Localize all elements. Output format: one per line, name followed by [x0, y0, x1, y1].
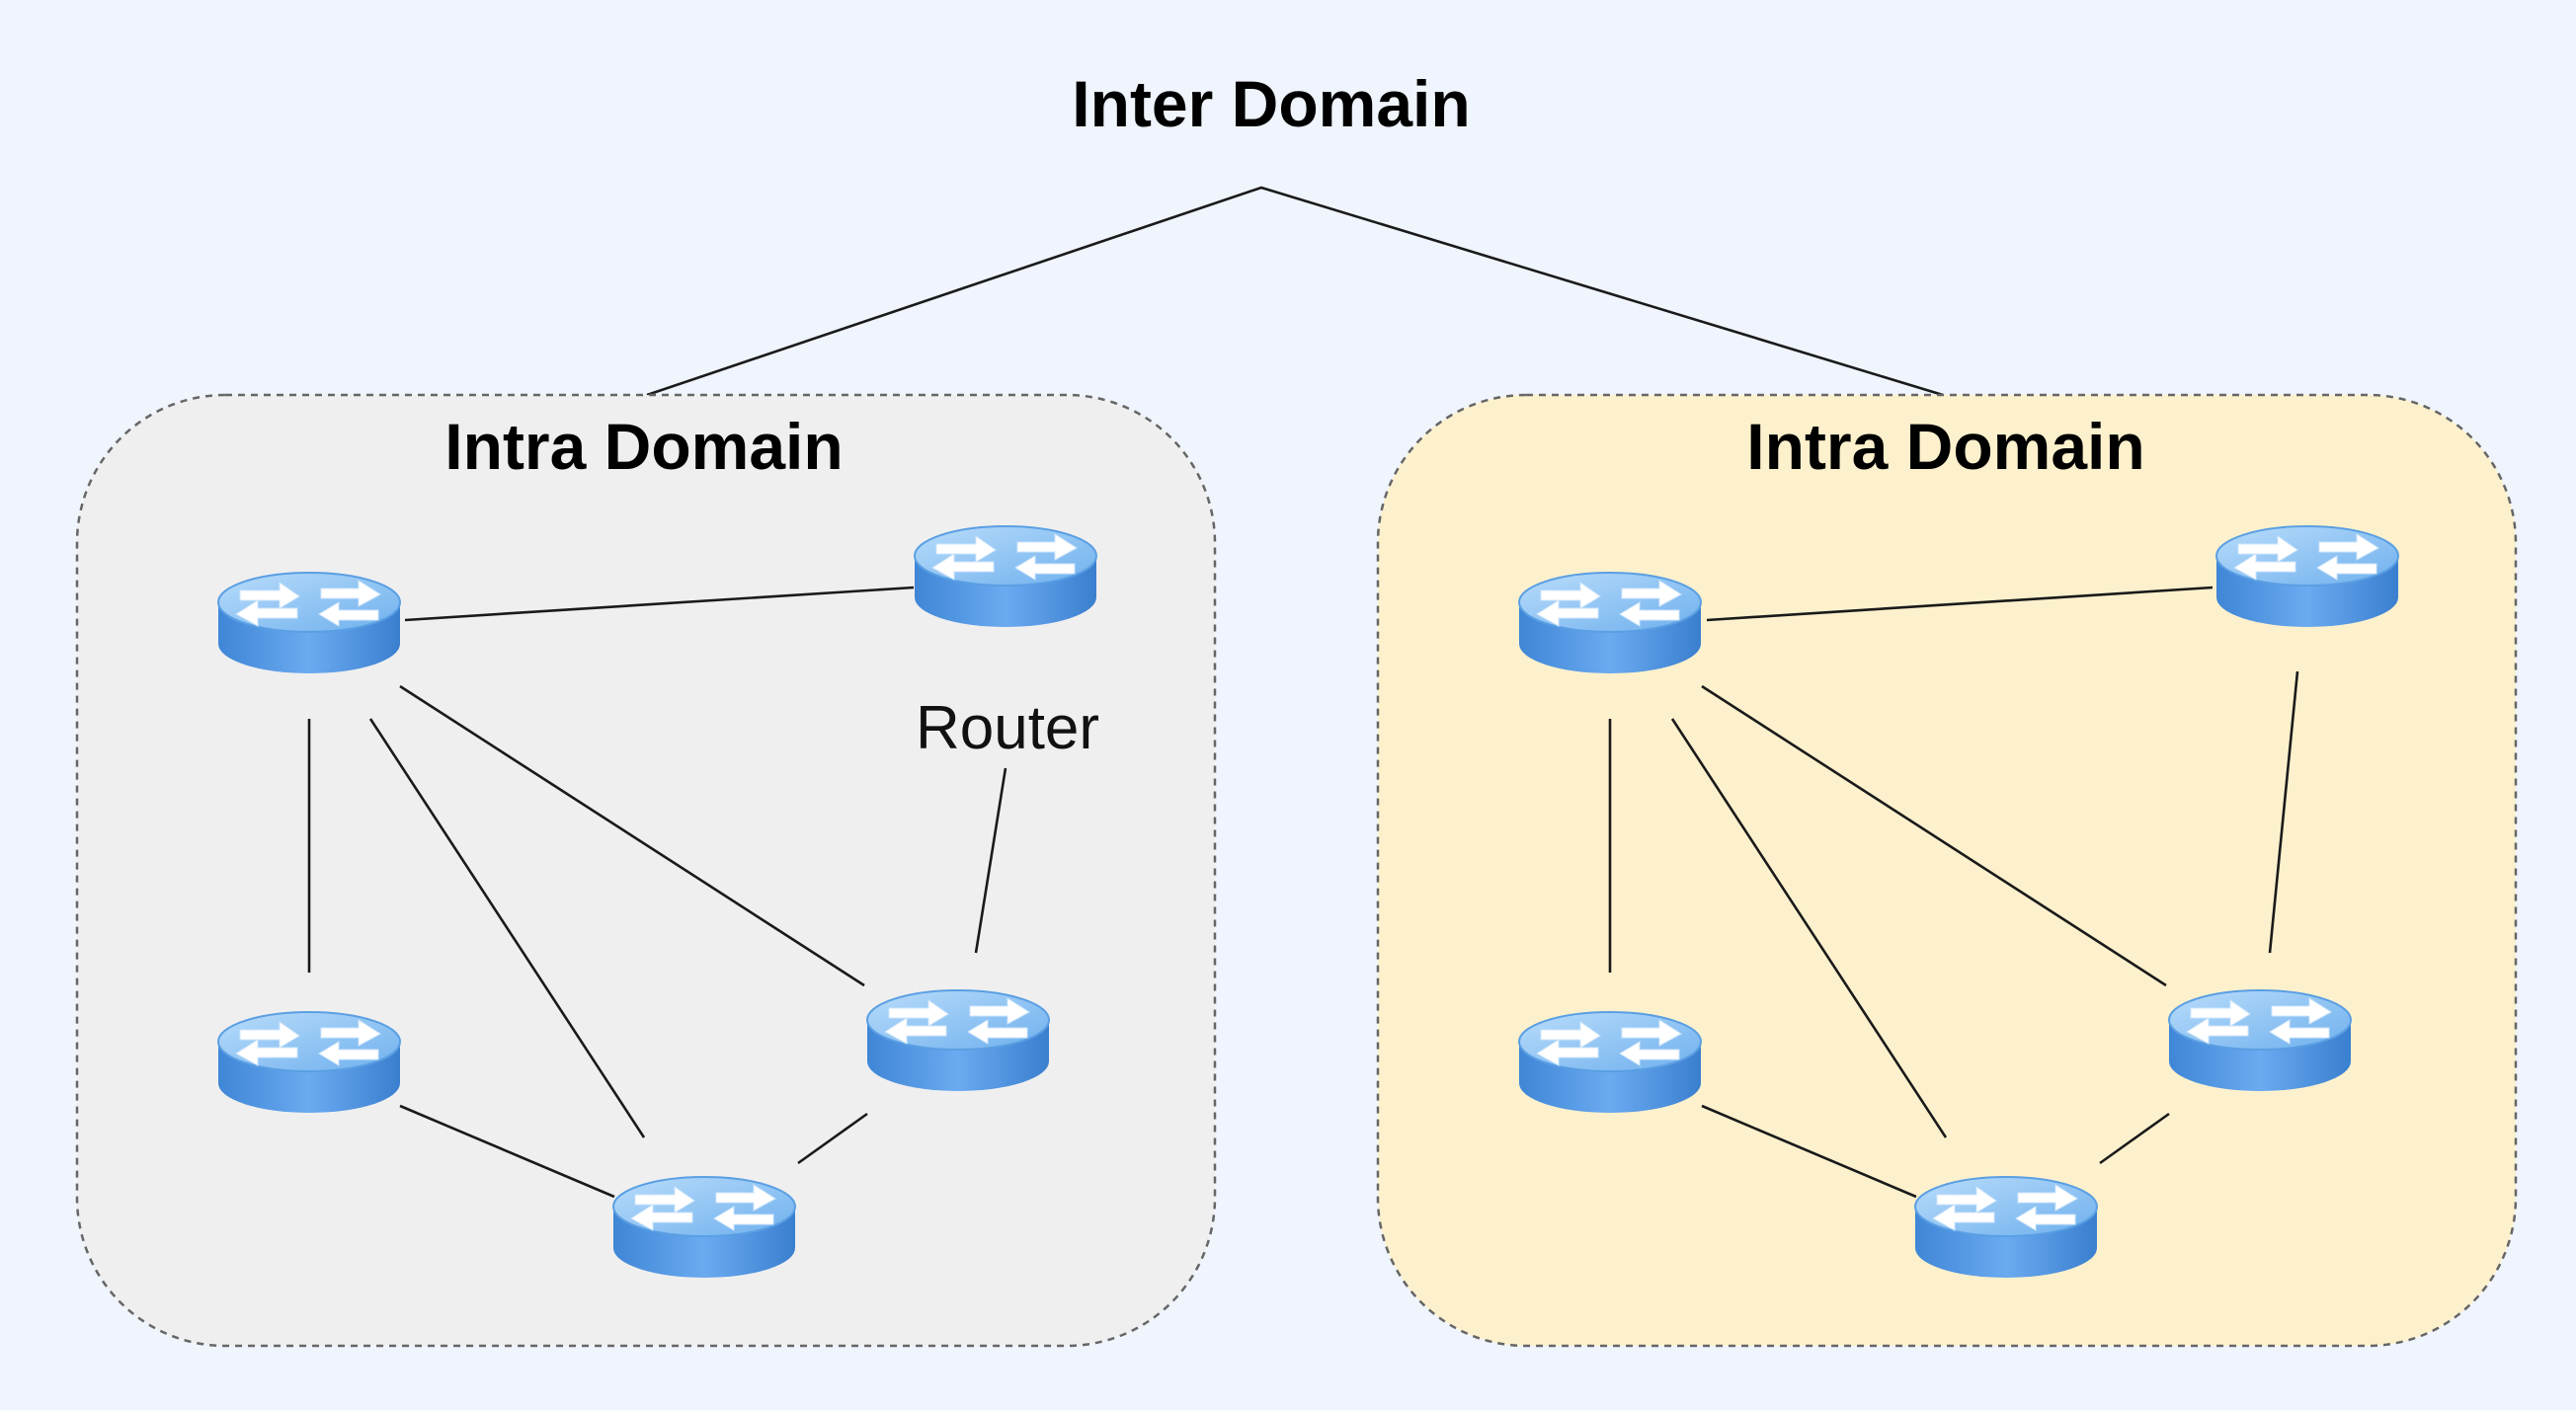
link-r1-r4	[1701, 684, 2167, 987]
link-r2-r4	[2268, 670, 2299, 954]
link-r1-r2	[1706, 586, 2214, 622]
link-r1-r5	[1670, 718, 1948, 1138]
link-l4-l5	[797, 1112, 868, 1165]
link-router-label-l4	[974, 767, 1007, 954]
link-l1-l4	[399, 684, 865, 987]
inter-domain-title: Inter Domain	[1072, 67, 1470, 140]
inter-domain-connector	[646, 186, 1944, 397]
router-icon[interactable]	[2215, 525, 2399, 628]
router-icon[interactable]	[1518, 572, 1702, 674]
router-icon[interactable]	[612, 1176, 796, 1279]
link-r4-r5	[2099, 1112, 2170, 1165]
domain-right-title: Intra Domain	[1746, 410, 2144, 483]
router-icon[interactable]	[914, 525, 1097, 628]
domain-right-links	[1608, 586, 2299, 1199]
router-icon[interactable]	[1914, 1176, 2098, 1279]
router-icon[interactable]	[1518, 1011, 1702, 1114]
link-l3-l5	[399, 1104, 615, 1199]
link-r3-r5	[1701, 1104, 1917, 1199]
router-icon[interactable]	[217, 572, 401, 674]
link-l1-l2	[404, 586, 915, 622]
router-icon[interactable]	[2168, 989, 2352, 1092]
router-icon[interactable]	[866, 989, 1050, 1092]
router-label: Router	[916, 694, 1099, 762]
domain-left-links	[307, 586, 1007, 1199]
link-l1-l5	[368, 718, 646, 1138]
domain-left-title: Intra Domain	[444, 410, 843, 483]
router-icon[interactable]	[217, 1011, 401, 1114]
